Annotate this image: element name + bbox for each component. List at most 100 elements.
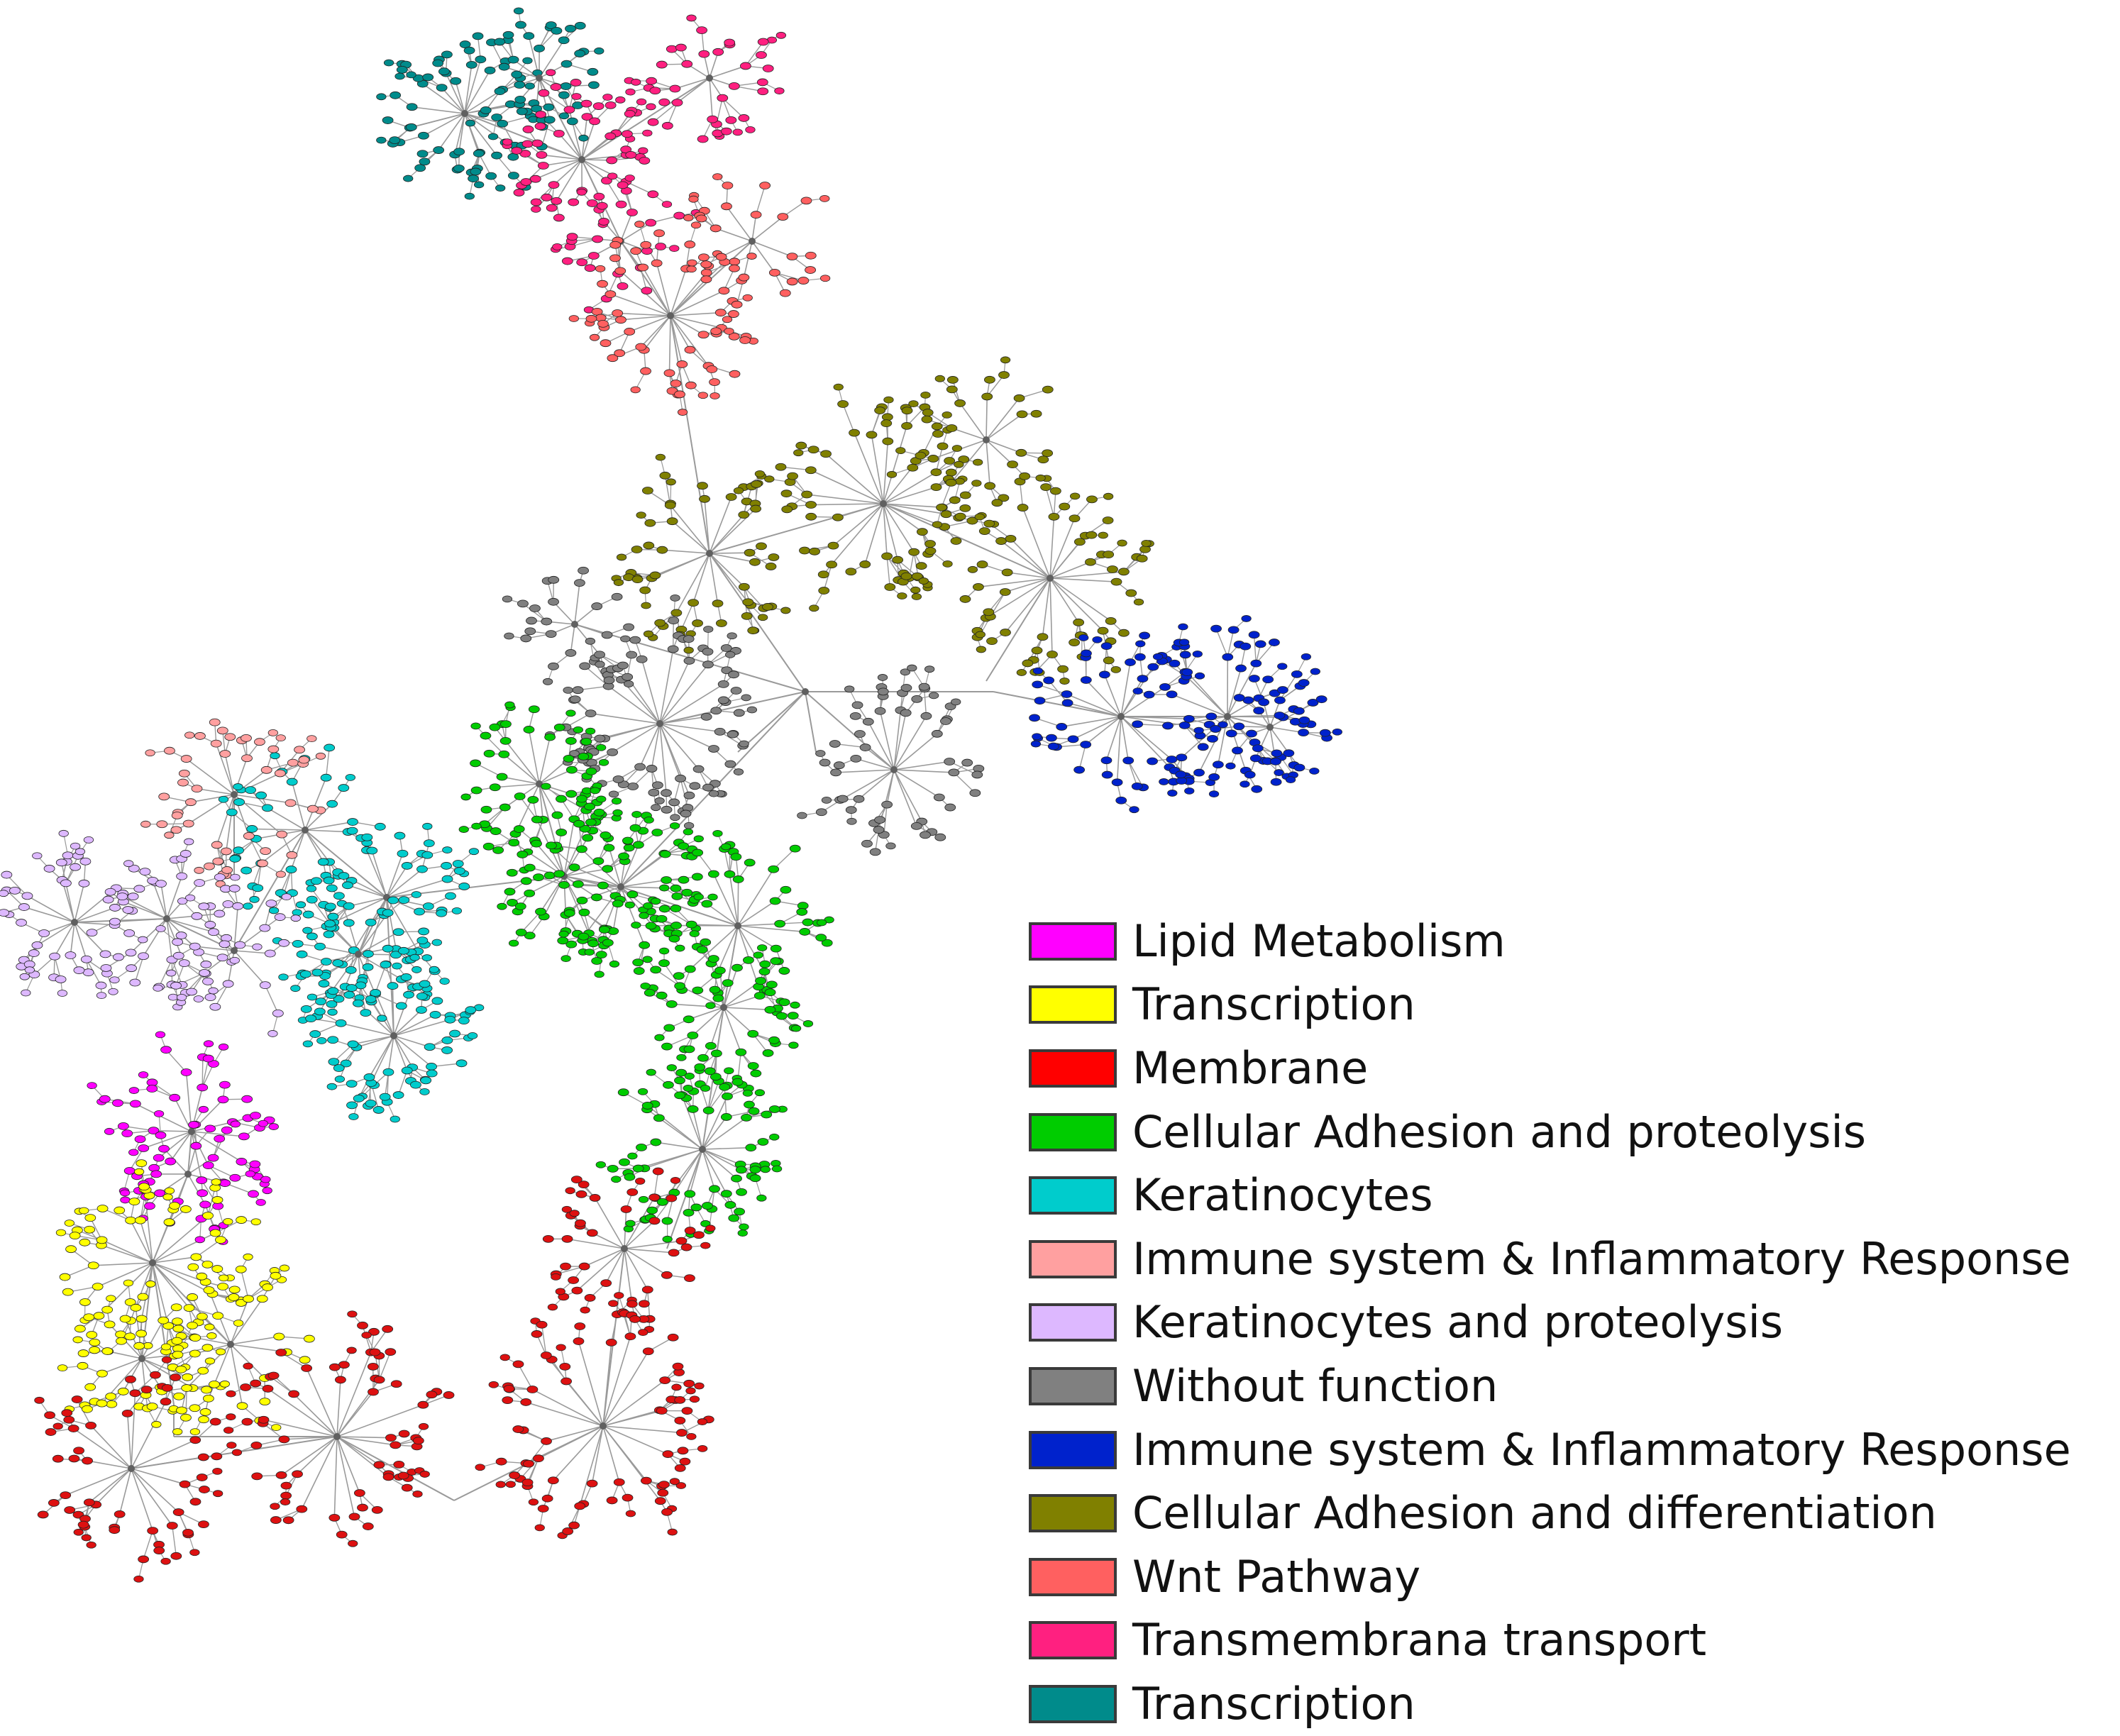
node	[563, 687, 573, 693]
node	[684, 214, 694, 221]
legend-label: Membrane	[1132, 1044, 1368, 1093]
node	[662, 201, 672, 207]
node	[347, 1347, 357, 1354]
node	[1166, 691, 1177, 698]
node	[529, 706, 539, 713]
node	[260, 1398, 270, 1405]
node	[109, 988, 118, 995]
node	[566, 790, 577, 797]
node	[609, 961, 619, 967]
edge	[702, 1148, 751, 1149]
node	[21, 990, 31, 996]
node	[673, 973, 684, 980]
node	[237, 1403, 248, 1410]
node	[670, 823, 680, 829]
node	[617, 662, 628, 669]
node	[229, 885, 240, 892]
node	[875, 407, 885, 414]
node	[100, 951, 111, 958]
node	[684, 822, 694, 829]
node	[788, 1012, 798, 1019]
node	[674, 212, 685, 219]
node	[630, 636, 641, 643]
node	[1271, 750, 1282, 757]
node	[217, 727, 228, 734]
node	[636, 656, 647, 663]
edge	[724, 1007, 770, 1010]
node	[646, 77, 657, 84]
node	[417, 150, 428, 157]
node	[306, 1015, 316, 1022]
node	[553, 130, 564, 137]
node	[121, 1197, 131, 1203]
node	[636, 1144, 646, 1151]
node	[932, 521, 942, 528]
node	[713, 174, 723, 180]
edge	[670, 505, 710, 553]
node	[655, 1498, 666, 1505]
node	[844, 686, 854, 692]
node	[612, 310, 623, 317]
node	[570, 79, 581, 86]
node	[917, 529, 927, 536]
edge	[689, 1007, 724, 1019]
node	[585, 728, 595, 734]
node	[499, 804, 510, 811]
node	[165, 1158, 176, 1165]
node	[912, 695, 922, 702]
node	[347, 827, 358, 834]
node	[362, 1332, 372, 1338]
edge	[868, 722, 894, 770]
node	[533, 874, 543, 881]
node	[434, 147, 444, 154]
node	[221, 1127, 232, 1134]
node	[700, 1085, 710, 1091]
node	[215, 1237, 226, 1244]
node	[380, 1093, 390, 1100]
node	[210, 1003, 221, 1010]
node	[73, 1337, 83, 1343]
node	[1298, 729, 1309, 736]
legend-item-without-function: Without function	[1029, 1354, 2107, 1418]
node	[651, 805, 661, 811]
node	[590, 334, 600, 341]
node	[796, 442, 807, 449]
node	[605, 101, 616, 109]
node	[292, 940, 303, 947]
node	[636, 343, 646, 350]
node	[102, 1306, 113, 1313]
edge	[128, 1413, 131, 1469]
node	[668, 1334, 678, 1341]
node	[648, 118, 658, 126]
node	[984, 376, 995, 383]
node	[258, 1120, 268, 1127]
node	[307, 896, 317, 903]
node	[829, 740, 840, 747]
edge	[1005, 578, 1050, 633]
node	[251, 1219, 261, 1225]
node	[524, 726, 534, 733]
node	[702, 661, 713, 668]
node	[602, 939, 613, 946]
node	[445, 892, 456, 900]
node	[968, 566, 978, 573]
node	[1283, 750, 1294, 757]
node	[99, 1095, 110, 1102]
node	[684, 647, 694, 653]
node	[1195, 673, 1205, 679]
node	[301, 1005, 311, 1012]
legend-item-immune-inflammatory-pink: Immune system & Inflammatory Response	[1029, 1227, 2107, 1291]
legend-label: Wnt Pathway	[1132, 1552, 1420, 1602]
node	[701, 1242, 711, 1249]
node	[1069, 639, 1080, 646]
node	[734, 487, 744, 494]
node	[32, 941, 43, 949]
node	[213, 1491, 223, 1497]
node	[377, 94, 387, 100]
node	[74, 1447, 84, 1454]
node	[368, 1363, 378, 1370]
node	[75, 848, 85, 855]
node	[502, 596, 512, 602]
node	[395, 73, 405, 79]
node	[539, 89, 549, 96]
